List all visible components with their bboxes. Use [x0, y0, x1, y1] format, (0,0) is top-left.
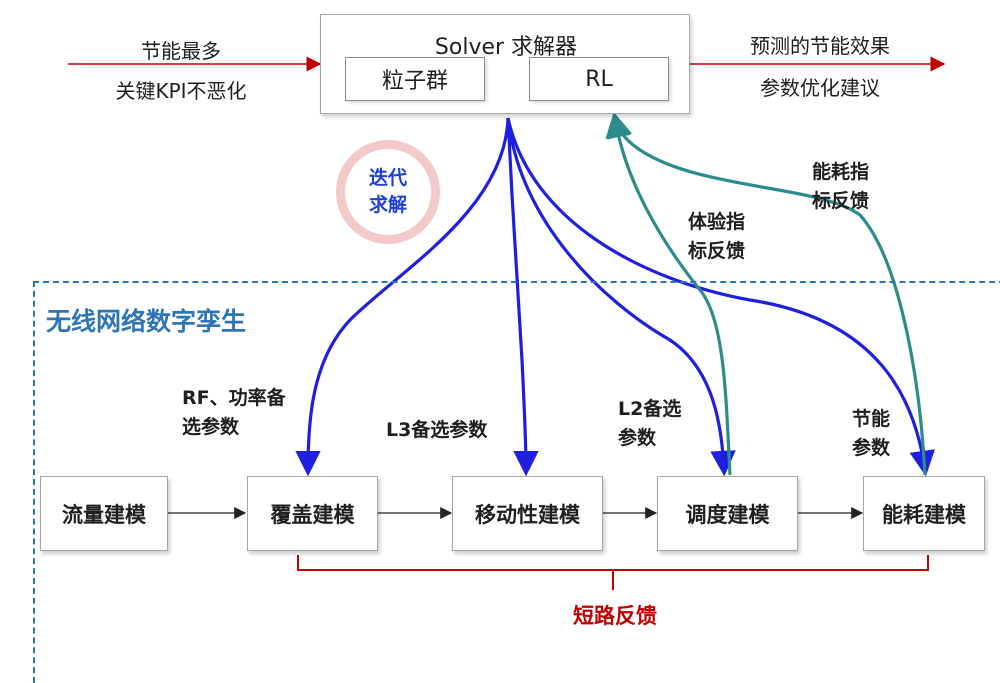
- output-result-1: 预测的节能效果: [750, 34, 890, 58]
- short-feedback-label: 短路反馈: [573, 604, 657, 628]
- connector-layer: [68, 56, 946, 590]
- param-label-l2: L2备选 参数: [618, 395, 681, 453]
- model-mobility: 移动性建模: [452, 476, 603, 551]
- model-energy: 能耗建模: [863, 476, 985, 551]
- param-label-rf: RF、功率备 选参数: [182, 384, 286, 442]
- feedback-label-energy-line2: 标反馈: [812, 190, 870, 212]
- param-label-energy-line1: 节能: [852, 408, 891, 430]
- iteration-label-line2: 求解: [368, 194, 407, 216]
- model-coverage: 覆盖建模: [247, 476, 378, 551]
- param-arrow-scheduling: [506, 117, 736, 477]
- param-arrow-coverage: [295, 117, 510, 477]
- input-goal-1: 节能最多: [141, 39, 221, 63]
- model-traffic: 流量建模: [40, 476, 168, 551]
- algorithm-rl: RL: [529, 57, 669, 101]
- feedback-arrow-experience: [605, 111, 732, 476]
- feedback-arrow-energy: [607, 111, 927, 476]
- model-scheduling: 调度建模: [657, 476, 798, 551]
- iteration-label-line1: 迭代: [368, 167, 407, 189]
- input-goal-2: 关键KPI不恶化: [115, 79, 247, 103]
- param-label-l2-line1: L2备选: [618, 398, 682, 420]
- solver-box: Solver 求解器 粒子群 RL: [320, 14, 690, 114]
- feedback-label-energy-line1: 能耗指: [812, 161, 870, 183]
- solver-title: Solver 求解器: [434, 35, 578, 60]
- param-arrow-mobility: [506, 117, 539, 477]
- feedback-label-experience-line1: 体验指: [688, 211, 746, 233]
- param-label-rf-line2: 选参数: [182, 416, 240, 438]
- digital-twin-region: [33, 281, 1000, 683]
- param-label-l3: L3备选参数: [386, 419, 488, 441]
- feedback-label-experience-line2: 标反馈: [688, 240, 746, 262]
- iteration-label: 迭代 求解: [336, 165, 440, 219]
- param-arrow-energy: [506, 117, 935, 477]
- short-feedback-bracket: [297, 555, 929, 590]
- algorithm-pso: 粒子群: [345, 57, 485, 101]
- param-label-l2-line2: 参数: [618, 427, 657, 449]
- param-label-energy-line2: 参数: [852, 437, 891, 459]
- output-result-2: 参数优化建议: [760, 76, 880, 100]
- feedback-label-experience: 体验指 标反馈: [688, 208, 745, 266]
- param-label-energy: 节能 参数: [852, 405, 890, 463]
- digital-twin-title: 无线网络数字孪生: [46, 307, 247, 336]
- feedback-label-energy: 能耗指 标反馈: [812, 158, 869, 216]
- iteration-ring-icon: [336, 140, 440, 244]
- param-label-rf-line1: RF、功率备: [182, 387, 286, 409]
